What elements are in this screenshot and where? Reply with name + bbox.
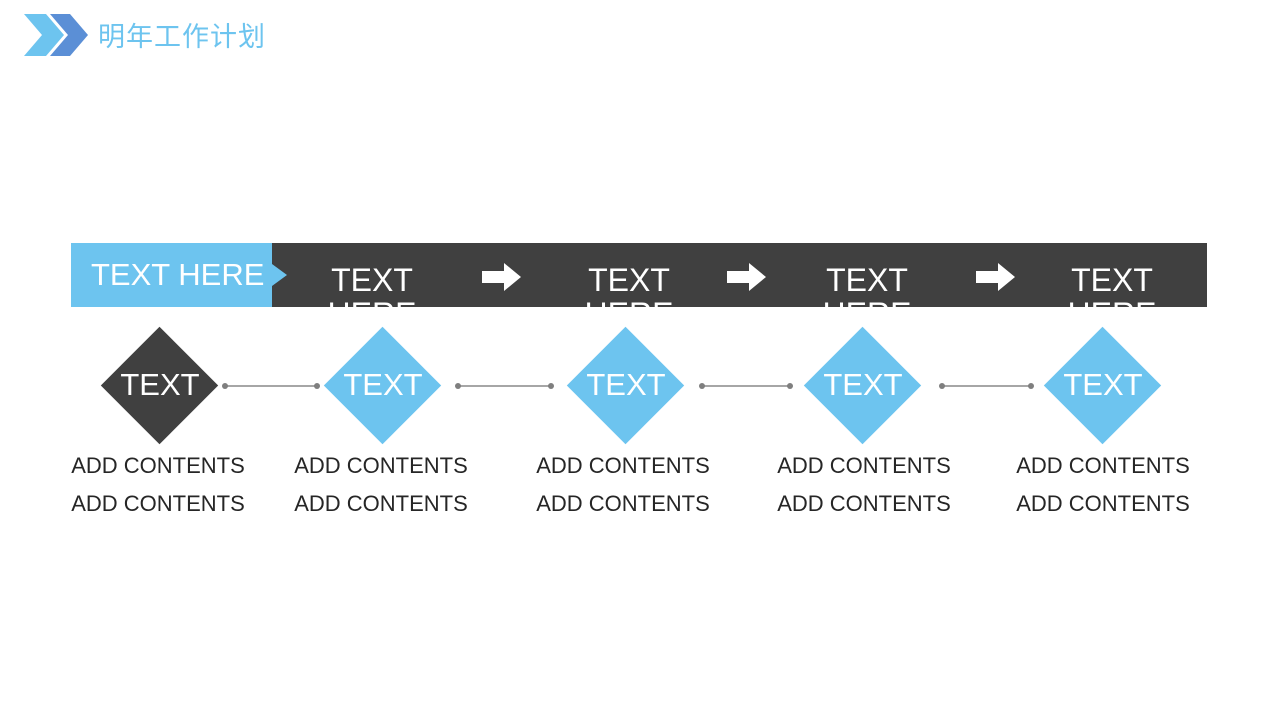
stage-diamond: TEXT <box>323 326 442 445</box>
content-line: ADD CONTENTS <box>777 491 951 516</box>
connector-line <box>702 385 790 387</box>
band-step-label: TEXT HERE <box>328 262 417 307</box>
connector-dot <box>1028 383 1034 389</box>
stage-diamond: TEXT <box>100 326 219 445</box>
connector-dot <box>314 383 320 389</box>
band-step-label: TEXT HERE <box>823 262 912 307</box>
band-step-label: TEXT HERE <box>1068 262 1157 307</box>
connector-dot <box>548 383 554 389</box>
arrow-right-icon <box>727 263 766 291</box>
stage-label: TEXT <box>823 367 903 402</box>
stage-label: TEXT <box>120 367 200 402</box>
content-line: ADD CONTENTS <box>71 491 245 516</box>
connector-dot <box>939 383 945 389</box>
connector-line <box>225 385 317 387</box>
stage-contents: ADD CONTENTS ADD CONTENTS <box>1003 450 1203 526</box>
connector-line <box>942 385 1031 387</box>
page-title: 明年工作计划 <box>98 22 266 53</box>
stage-contents: ADD CONTENTS ADD CONTENTS <box>281 450 481 526</box>
stage-contents: ADD CONTENTS ADD CONTENTS <box>58 450 258 526</box>
band-step-label: TEXT HERE <box>585 262 674 307</box>
content-line: ADD CONTENTS <box>777 453 951 478</box>
band-highlight: TEXT HERE <box>71 243 272 307</box>
stage-contents: ADD CONTENTS ADD CONTENTS <box>523 450 723 526</box>
content-line: ADD CONTENTS <box>71 453 245 478</box>
arrow-right-icon <box>976 263 1015 291</box>
connector-dot <box>455 383 461 389</box>
content-line: ADD CONTENTS <box>1016 453 1190 478</box>
stage-diamond: TEXT <box>1043 326 1162 445</box>
stage-label: TEXT <box>586 367 666 402</box>
band-highlight-pointer <box>272 264 287 286</box>
content-line: ADD CONTENTS <box>536 453 710 478</box>
content-line: ADD CONTENTS <box>1016 491 1190 516</box>
stage-label: TEXT <box>1063 367 1143 402</box>
content-line: ADD CONTENTS <box>294 453 468 478</box>
stage-diamond: TEXT <box>803 326 922 445</box>
connector-dot <box>787 383 793 389</box>
content-line: ADD CONTENTS <box>536 491 710 516</box>
connector-dot <box>699 383 705 389</box>
double-chevron-right-icon <box>24 14 88 56</box>
arrow-right-icon <box>482 263 521 291</box>
stage-contents: ADD CONTENTS ADD CONTENTS <box>764 450 964 526</box>
process-band: TEXT HERE TEXT HERE TEXT HERE TEXT HERE <box>272 243 1207 307</box>
connector-line <box>458 385 551 387</box>
connector-dot <box>222 383 228 389</box>
stage-label: TEXT <box>343 367 423 402</box>
content-line: ADD CONTENTS <box>294 491 468 516</box>
stage-diamond: TEXT <box>566 326 685 445</box>
band-highlight-label: TEXT HERE <box>91 257 265 292</box>
